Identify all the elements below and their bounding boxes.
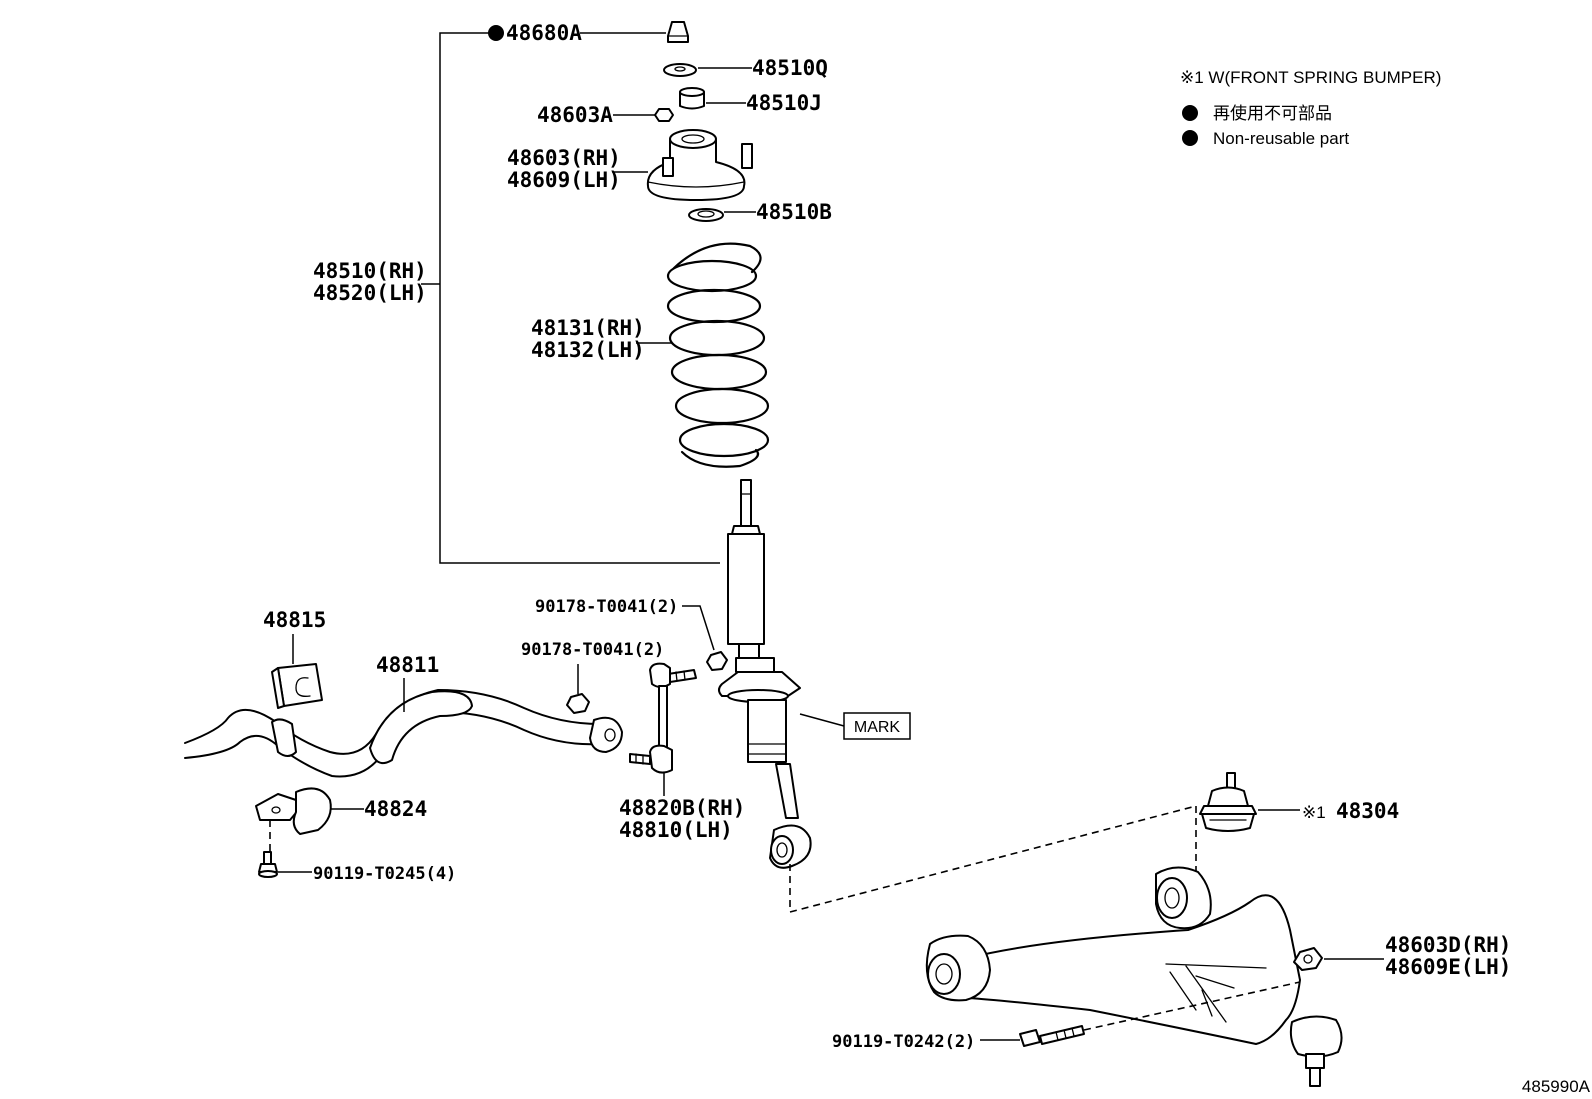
nut-90178-upper-icon bbox=[706, 651, 728, 671]
label-48609e-lh: 48609E(LH) bbox=[1385, 955, 1511, 979]
non-reusable-dot-icon bbox=[1182, 105, 1198, 121]
legend-note-front-spring-bumper: ※1 W(FRONT SPRING BUMPER) bbox=[1180, 68, 1441, 87]
label-48603d-rh: 48603D(RH) bbox=[1385, 933, 1511, 957]
label-90178-t0041-upper: 90178-T0041(2) bbox=[535, 597, 678, 617]
label-48304-note-marker: ※1 bbox=[1302, 803, 1326, 822]
stabilizer-bar-48811-icon bbox=[184, 689, 623, 778]
label-48810-lh: 48810(LH) bbox=[619, 818, 733, 842]
label-48820b-rh: 48820B(RH) bbox=[619, 796, 745, 820]
mark-callout: MARK bbox=[799, 712, 911, 740]
label-48815: 48815 bbox=[263, 608, 326, 632]
nut-48680a-icon bbox=[667, 21, 689, 43]
label-48603-rh: 48603(RH) bbox=[507, 146, 621, 170]
nut-48603d-icon bbox=[1293, 947, 1323, 971]
stabilizer-link-48820b-icon bbox=[629, 662, 697, 774]
bolt-90119-t0245-icon bbox=[258, 851, 278, 878]
label-48304: 48304 bbox=[1336, 799, 1399, 823]
non-reusable-dot-icon bbox=[488, 25, 504, 41]
label-90178-t0041-lower: 90178-T0041(2) bbox=[521, 640, 664, 660]
nut-48603a-icon bbox=[654, 108, 674, 122]
spring-bumper-48304-icon bbox=[1199, 772, 1257, 832]
label-48510b: 48510B bbox=[756, 200, 832, 224]
coil-spring-48131-icon bbox=[666, 242, 770, 468]
lower-control-arm-icon bbox=[925, 866, 1343, 1087]
bolt-90119-t0242-icon bbox=[1019, 1025, 1085, 1047]
label-48510-rh: 48510(RH) bbox=[313, 259, 427, 283]
label-90119-t0245: 90119-T0245(4) bbox=[313, 864, 456, 884]
label-48680a: 48680A bbox=[506, 21, 582, 45]
upper-support-48603-icon bbox=[646, 129, 753, 201]
label-48811: 48811 bbox=[376, 653, 439, 677]
label-mark: MARK bbox=[854, 719, 901, 736]
bracket-48824-icon bbox=[255, 787, 332, 835]
label-48510j: 48510J bbox=[746, 91, 822, 115]
label-48603a: 48603A bbox=[537, 103, 613, 127]
label-48609-lh: 48609(LH) bbox=[507, 168, 621, 192]
washer-48510q-icon bbox=[663, 63, 697, 77]
shock-absorber-icon bbox=[718, 479, 812, 869]
label-48131-rh: 48131(RH) bbox=[531, 316, 645, 340]
label-48520-lh: 48520(LH) bbox=[313, 281, 427, 305]
spring-seat-48510b-icon bbox=[688, 208, 724, 222]
label-48510q: 48510Q bbox=[752, 56, 828, 80]
label-48824: 48824 bbox=[364, 797, 427, 821]
bushing-48815-icon bbox=[271, 663, 323, 709]
legend: ※1 W(FRONT SPRING BUMPER) 再使用不可部品 Non-re… bbox=[1180, 68, 1441, 148]
bushing-48510j-icon bbox=[679, 87, 705, 110]
legend-nonreusable-jp: 再使用不可部品 bbox=[1213, 103, 1332, 123]
nut-90178-lower-icon bbox=[566, 693, 590, 714]
diagram-code: 485990A bbox=[1522, 1077, 1591, 1096]
label-48132-lh: 48132(LH) bbox=[531, 338, 645, 362]
label-90119-t0242: 90119-T0242(2) bbox=[832, 1032, 975, 1052]
non-reusable-dot-icon bbox=[1182, 130, 1198, 146]
shock-assembly-bracket bbox=[421, 32, 720, 564]
legend-nonreusable-en: Non-reusable part bbox=[1213, 129, 1349, 148]
